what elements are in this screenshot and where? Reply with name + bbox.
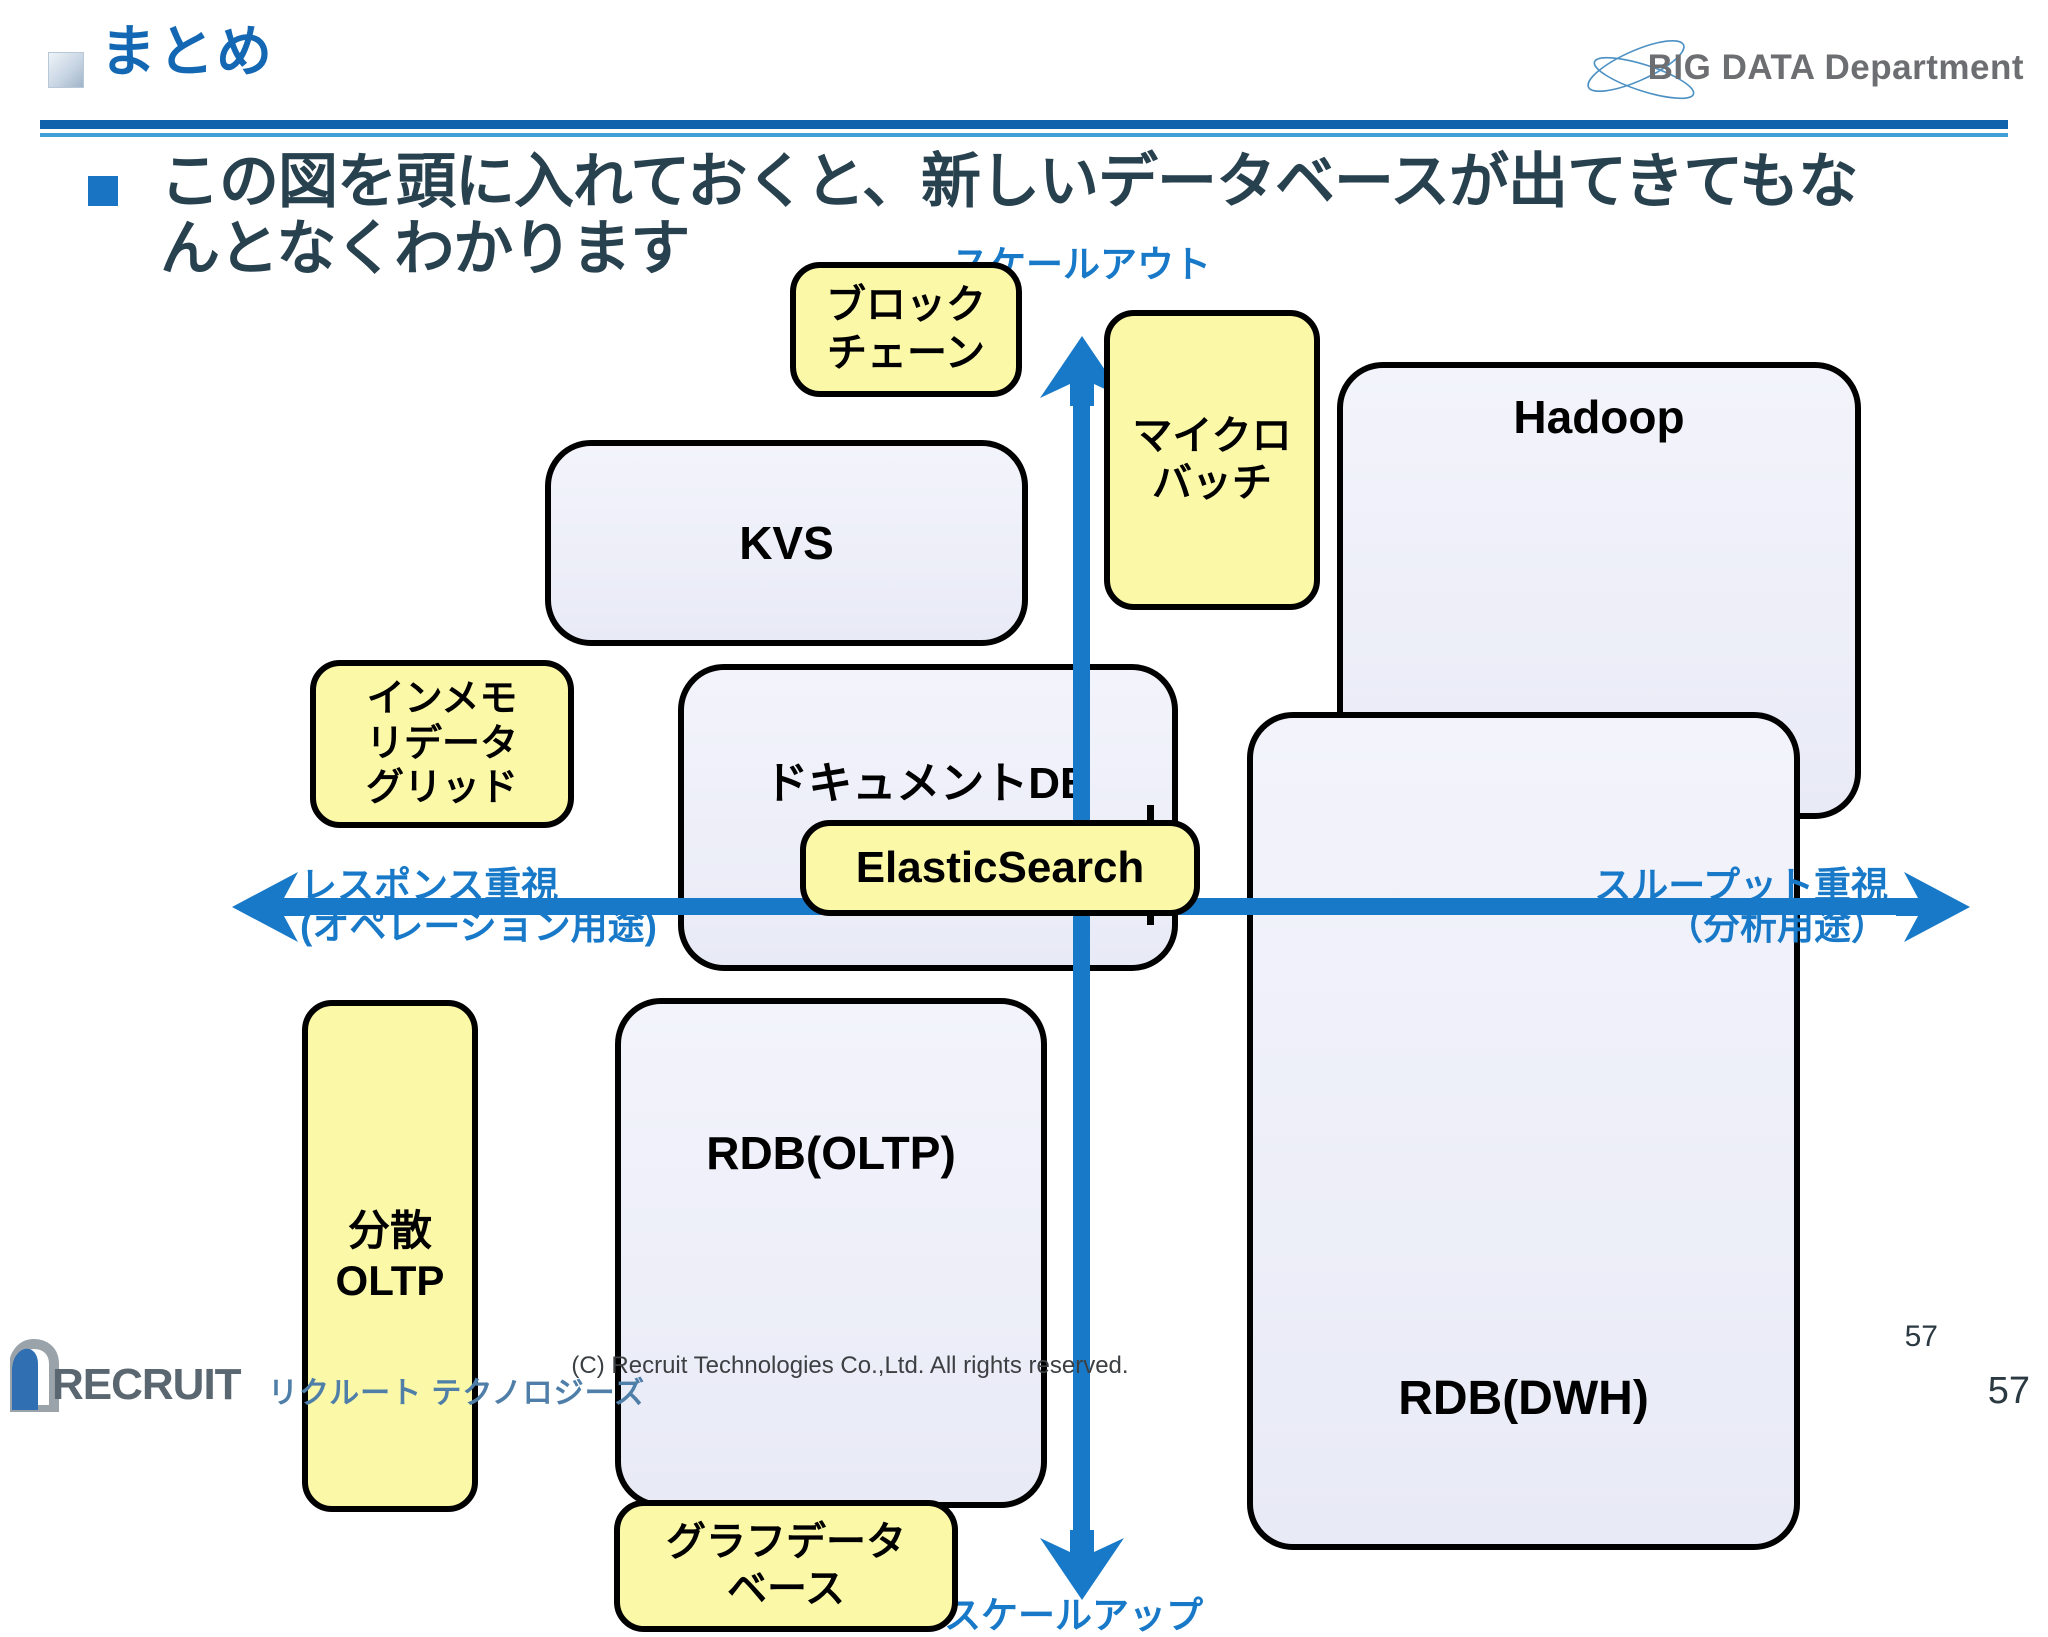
database-landscape-diagram: Hadoop KVS ドキュメントDB RDB(OLTP) RDB(DWH) ス… [0, 244, 2048, 1636]
node-graph-database[interactable]: グラフデータ ベース [614, 1500, 958, 1632]
axis-label-throughput-line2: （分析用途） [1666, 905, 1888, 947]
node-rdb-dwh[interactable]: RDB(DWH) [1247, 712, 1800, 1550]
node-inmemory-label-line2: リデータ [365, 722, 518, 765]
copyright-text: (C) Recruit Technologies Co.,Ltd. All ri… [571, 1352, 1129, 1379]
axis-label-response: レスポンス重視 (オペレーション用途) [300, 865, 657, 947]
node-blockchain-label-line1: ブロック [826, 283, 986, 328]
big-data-ellipses-logo [1587, 39, 1695, 100]
axis-label-scale-up-text: スケールアップ [944, 1595, 1203, 1636]
node-distributed-oltp-label-line2: OLTP [335, 1257, 445, 1304]
node-microbatch[interactable]: マイクロ バッチ [1104, 310, 1320, 610]
node-rdb-oltp-label: RDB(OLTP) [706, 1127, 956, 1179]
node-graph-db-label-line1: グラフデータ [666, 1519, 906, 1564]
lead-bullet-icon [88, 176, 118, 206]
node-document-db-label: ドキュメントDB [764, 759, 1092, 808]
axis-arrow-right-icon [1896, 872, 1970, 942]
node-microbatch-label-line1: マイクロ [1132, 413, 1292, 458]
axis-label-throughput: スループット重視 （分析用途） [1528, 865, 1888, 947]
axis-label-response-line2: (オペレーション用途) [300, 905, 657, 947]
node-kvs[interactable]: KVS [545, 440, 1028, 646]
node-blockchain[interactable]: ブロック チェーン [790, 262, 1022, 397]
node-rdb-dwh-label: RDB(DWH) [1398, 1372, 1649, 1426]
lead-heading: この図を頭に入れておくと、新しいデータベースが出てきてもなんとなくわかります [160, 148, 1858, 283]
node-graph-db-label-line2: ベース [727, 1567, 845, 1611]
axis-arrow-down-icon [1040, 1530, 1124, 1600]
axis-arrow-up-icon [1040, 336, 1124, 406]
recruit-logo-text-jp: リクルート テクノロジーズ [268, 1377, 646, 1410]
header-rule-thick [40, 120, 2008, 129]
node-rdb-oltp[interactable]: RDB(OLTP) [615, 998, 1047, 1508]
header-rule-thin [40, 133, 2008, 137]
node-elasticsearch-label: ElasticSearch [855, 843, 1145, 893]
node-distributed-oltp[interactable]: 分散 OLTP [302, 1000, 478, 1512]
slide-header: まとめ BIG DATA Department [0, 0, 2048, 140]
axis-vertical-line [1073, 354, 1090, 1584]
node-inmemory-data-grid[interactable]: インメモ リデータ グリッド [310, 660, 574, 828]
page-number-top: 57 [1904, 1320, 1938, 1353]
axis-label-throughput-line1: スループット重視 [1594, 865, 1888, 906]
title-marker-icon [48, 52, 84, 88]
axis-label-scale-up: スケールアップ [944, 1595, 1203, 1637]
node-document-db[interactable]: ドキュメントDB [678, 664, 1178, 971]
page-number-bottom: 57 [1987, 1370, 2030, 1412]
recruit-logo-text: RECRUIT [52, 1360, 242, 1409]
recruit-r-mark-icon [10, 1338, 59, 1412]
node-microbatch-label-line2: バッチ [1152, 461, 1272, 505]
axis-arrow-left-icon [232, 872, 306, 942]
node-elasticsearch[interactable]: ElasticSearch [800, 820, 1200, 916]
node-blockchain-label-line2: チェーン [827, 330, 985, 375]
brand-label: BIG DATA Department [1647, 48, 2024, 87]
axis-label-response-line1: レスポンス重視 [300, 865, 559, 906]
node-inmemory-label-line3: グリッド [365, 767, 518, 810]
page-title: まとめ [100, 20, 274, 83]
node-kvs-label: KVS [739, 516, 834, 569]
node-inmemory-label-line1: インメモ [366, 677, 518, 720]
node-hadoop-label: Hadoop [1513, 391, 1685, 443]
node-distributed-oltp-label-line1: 分散 [347, 1207, 432, 1255]
